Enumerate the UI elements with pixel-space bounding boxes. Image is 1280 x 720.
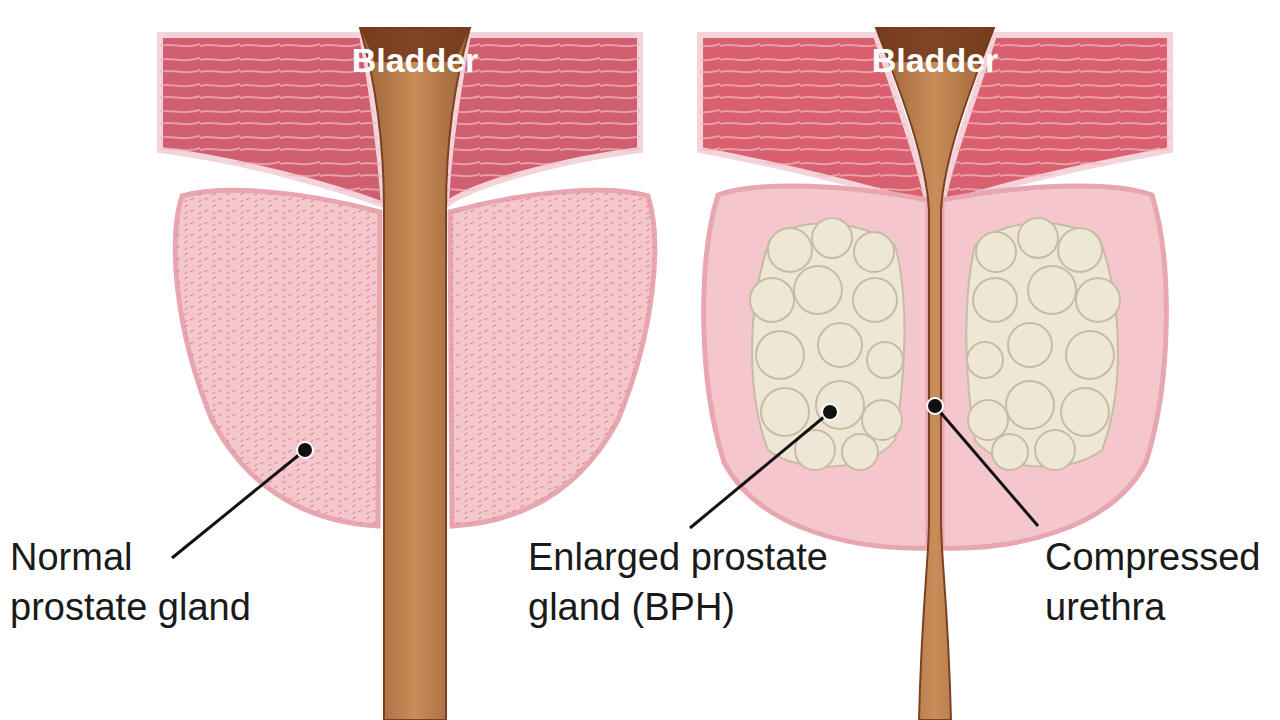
bladder-wall bbox=[160, 35, 384, 205]
part-label: Compressed urethra bbox=[1045, 532, 1273, 632]
part-label: Enlarged prostate gland (BPH) bbox=[528, 532, 858, 632]
prostate-lobe bbox=[704, 186, 928, 548]
urethra bbox=[360, 28, 470, 720]
prostate-lobe bbox=[942, 186, 1166, 548]
prostate-lobe bbox=[450, 190, 655, 526]
leader-lines bbox=[172, 398, 1038, 558]
hyperplastic-nodules bbox=[750, 218, 904, 470]
organ-label: Bladder bbox=[315, 40, 515, 80]
part-label: Normal prostate gland bbox=[10, 532, 265, 632]
hyperplastic-nodules bbox=[966, 218, 1120, 470]
urethra bbox=[876, 28, 994, 720]
prostate-lobe bbox=[175, 190, 380, 526]
organ-label: Bladder bbox=[835, 40, 1035, 80]
